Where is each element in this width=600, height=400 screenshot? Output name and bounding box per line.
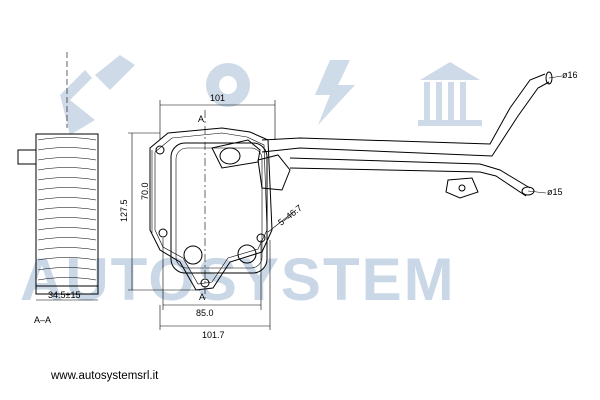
coolant-pipes [211, 71, 553, 199]
cooling-fin [37, 277, 97, 281]
pipe-diameter-side: ø15 [547, 187, 563, 197]
cooling-fin [37, 237, 97, 241]
section-marker-bottom: A [199, 292, 205, 302]
dimension-height-inner: 70.0 [140, 182, 150, 200]
cooling-fin [37, 257, 97, 261]
section-marker-top: A [198, 114, 204, 124]
dimension-height-outer: 127.5 [119, 199, 129, 222]
website-url[interactable]: www.autosystemsrl.it [51, 370, 159, 382]
cooling-fin [37, 147, 97, 151]
dimension-angle: 5–46.7 [276, 203, 304, 228]
dimension-width-top: 101 [210, 93, 225, 103]
cooling-fin [37, 267, 97, 271]
cooling-fin [37, 177, 97, 181]
watermark-logo [60, 55, 482, 135]
side-view [17, 52, 99, 301]
dimension-lines [128, 100, 297, 330]
cooling-fin [37, 187, 97, 191]
cooling-fin [37, 247, 97, 251]
dimension-width-outer: 101.7 [202, 330, 225, 340]
dimension-width-inner: 85.0 [196, 308, 214, 318]
cooling-fin [37, 197, 97, 201]
cooler-plate [149, 110, 273, 300]
section-label: A–A [34, 315, 51, 325]
cooling-fin [37, 157, 97, 161]
cooling-fin [37, 207, 97, 211]
cooling-fin [37, 227, 97, 231]
cooling-fin [37, 217, 97, 221]
cooling-fin [37, 167, 97, 171]
pipe-diameter-top: ø16 [562, 70, 578, 80]
side-width-dimension: 34.5±15 [48, 290, 80, 300]
cooling-fin [37, 137, 97, 141]
